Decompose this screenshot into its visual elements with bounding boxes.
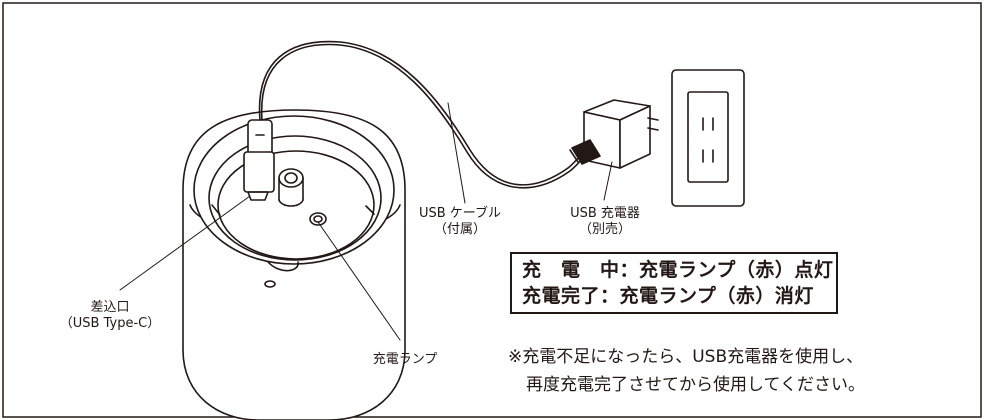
status-charging: 充 電 中：充電ランプ（赤）点灯 xyxy=(522,259,834,281)
usb-cable-label-line2: （付属） xyxy=(433,222,486,237)
usb-charger xyxy=(569,99,659,169)
device-post xyxy=(278,168,304,207)
port-label: 差込口 （USB Type-C） xyxy=(50,300,170,332)
usb-charger-label: USB 充電器 （別売） xyxy=(555,206,655,238)
charger-leader-line xyxy=(603,161,613,201)
usb-charger-label-line1: USB 充電器 xyxy=(570,206,640,221)
usb-c-plug xyxy=(243,119,275,201)
port-leader-line xyxy=(119,195,251,291)
usb-charger-label-line2: （別売） xyxy=(578,222,631,237)
lamp-leader-line xyxy=(317,221,401,341)
note-line1: ※充電不足になったら、USB充電器を使用し、 xyxy=(508,347,864,367)
usb-cable-label: USB ケーブル （付属） xyxy=(410,206,510,238)
wall-outlet xyxy=(671,69,745,207)
usb-cable xyxy=(258,40,589,186)
usb-cable-label-line1: USB ケーブル xyxy=(418,206,502,221)
device-body xyxy=(182,109,406,420)
port-label-line2: （USB Type-C） xyxy=(59,316,161,331)
charging-lamp-label: 充電ランプ xyxy=(372,352,438,367)
status-charged: 充電完了：充電ランプ（赤）消灯 xyxy=(522,285,814,307)
note-line2: 再度充電完了させてから使用してください。 xyxy=(526,375,865,395)
charging-status-box: 充 電 中：充電ランプ（赤）点灯 充電完了：充電ランプ（赤）消灯 xyxy=(510,252,838,314)
port-label-line1: 差込口 xyxy=(90,300,130,315)
cable-leader-line xyxy=(447,102,466,204)
